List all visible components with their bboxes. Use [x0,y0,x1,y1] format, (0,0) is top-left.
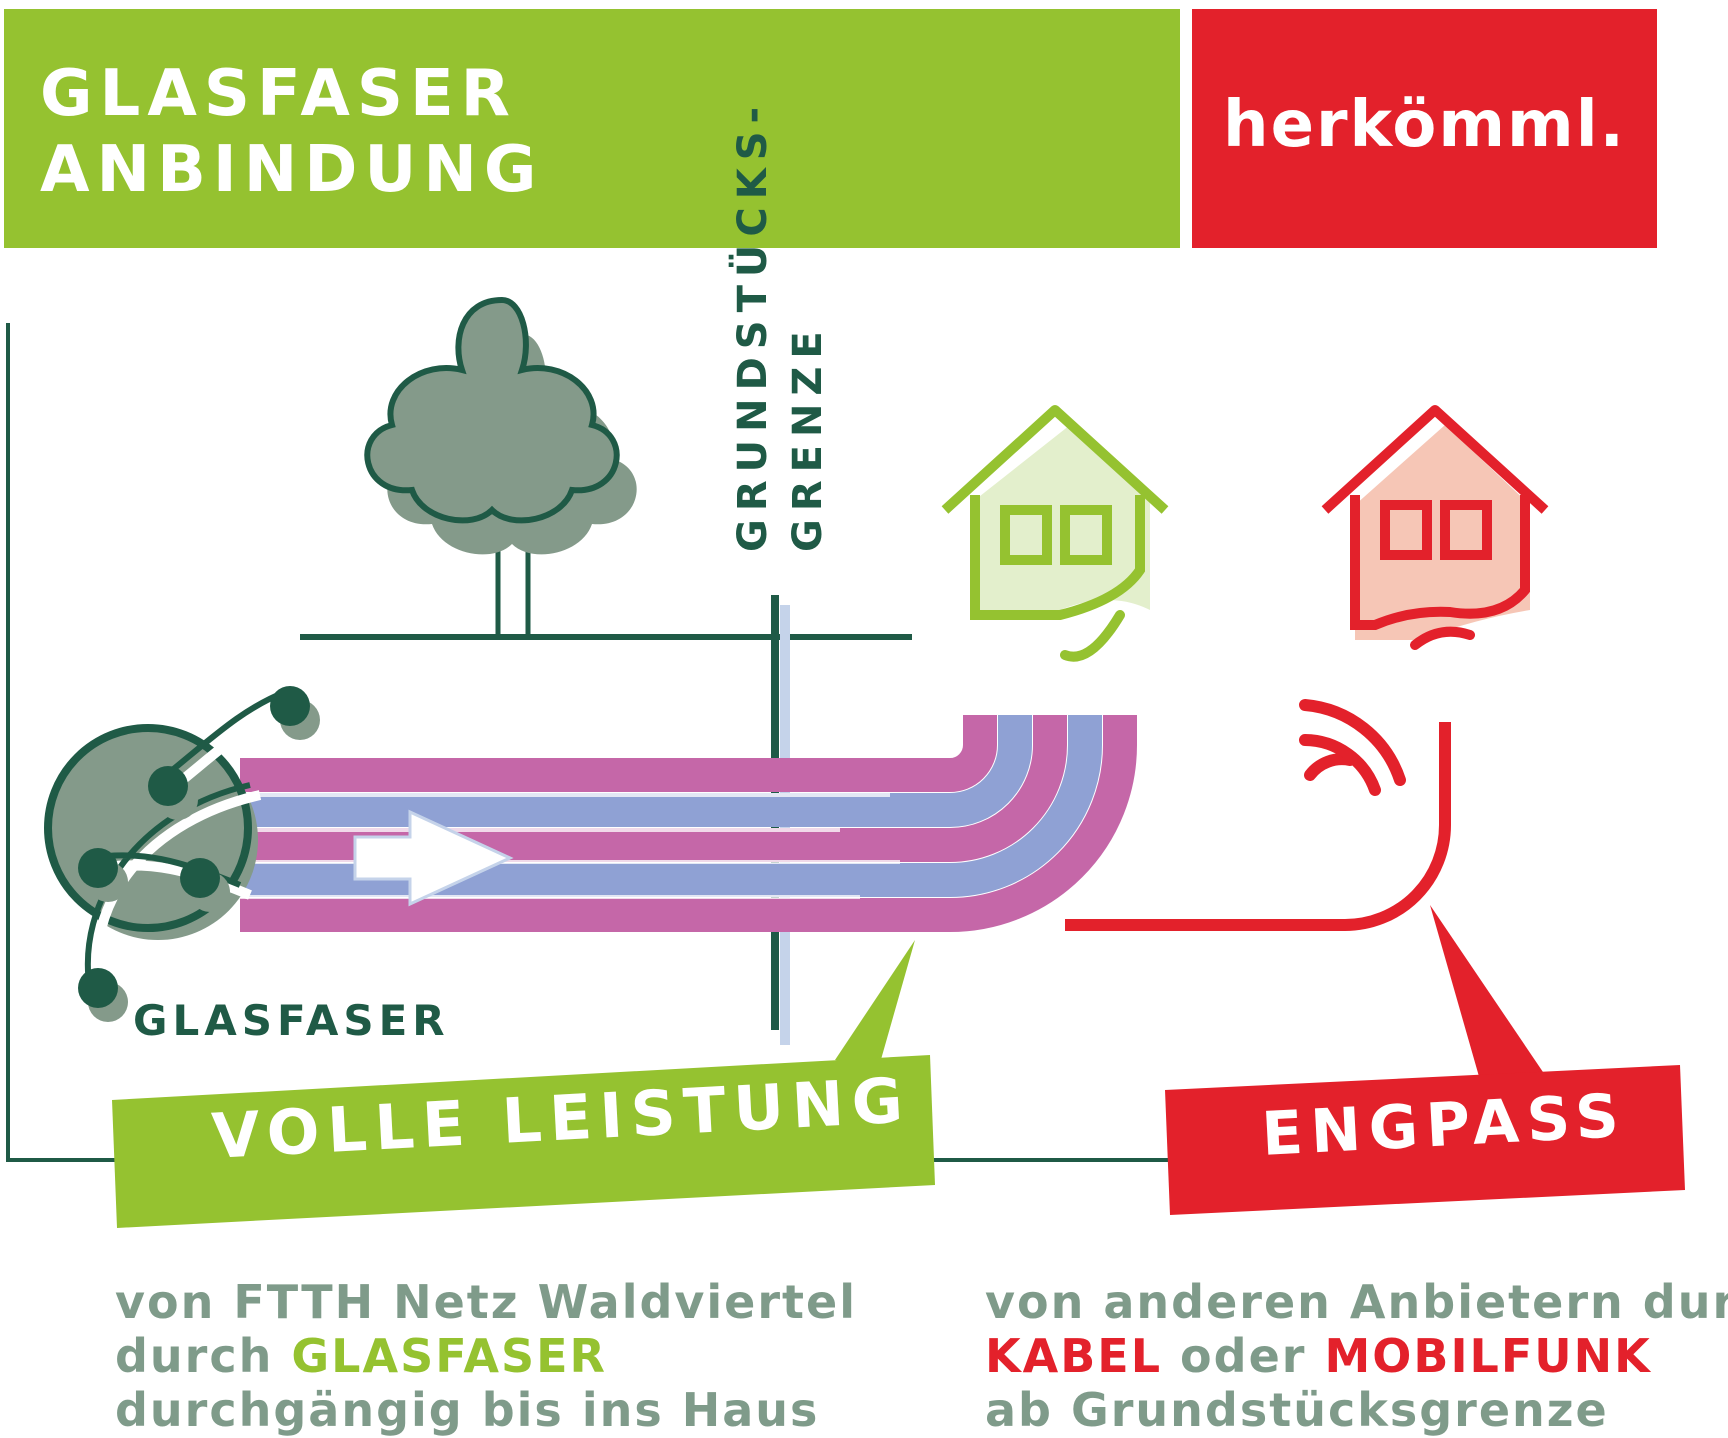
title-line-1: GLASFASER [40,57,517,131]
property-border-label-line2: GRENZE [785,323,831,552]
fiber-caption-line3: durchgängig bis ins Haus [115,1383,820,1437]
fiber-label: GLASFASER [133,996,450,1045]
red-header-banner [1192,9,1657,248]
conventional-caption: von anderen Anbietern durch KABEL oder M… [985,1275,1728,1437]
title-line-2: ANBINDUNG [40,133,544,207]
full-power-pointer [835,940,915,1070]
caption-prefix: durch [115,1329,292,1383]
bottleneck-tag [1165,1065,1685,1215]
property-border-label-line1: GRUNDSTÜCKS- [730,98,776,552]
sad-house-icon [1321,405,1549,650]
conventional-caption-line2: KABEL oder MOBILFUNK [985,1329,1728,1383]
full-power-tag [112,1055,935,1228]
fiber-bundle [240,715,1137,932]
caption-middle: oder [1162,1329,1325,1383]
globe-network-icon [44,686,320,1022]
fiber-caption-line2: durch GLASFASER [115,1329,857,1383]
bottleneck-pointer [1430,905,1545,1080]
fiber-caption: von FTTH Netz Waldviertel durch GLASFASE… [115,1275,857,1437]
happy-house-icon [941,405,1169,662]
green-header-banner [4,9,1180,248]
caption-highlight-fiber: GLASFASER [291,1329,607,1383]
caption-highlight-cable: KABEL [985,1329,1163,1383]
tree-icon [364,296,637,637]
caption-highlight-mobile: MOBILFUNK [1324,1329,1652,1383]
copper-cable-line [1065,722,1451,931]
wireless-signal-icon [1299,699,1406,796]
conventional-caption-line3: ab Grundstücksgrenze [985,1383,1609,1437]
fiber-caption-line1: von FTTH Netz Waldviertel [115,1275,857,1329]
flow-arrow-icon [353,809,514,907]
conventional-caption-line1: von anderen Anbietern durch [985,1275,1728,1329]
fiber-connection-title: GLASFASER ANBINDUNG [40,56,543,208]
conventional-title: herkömml. [1223,88,1626,162]
